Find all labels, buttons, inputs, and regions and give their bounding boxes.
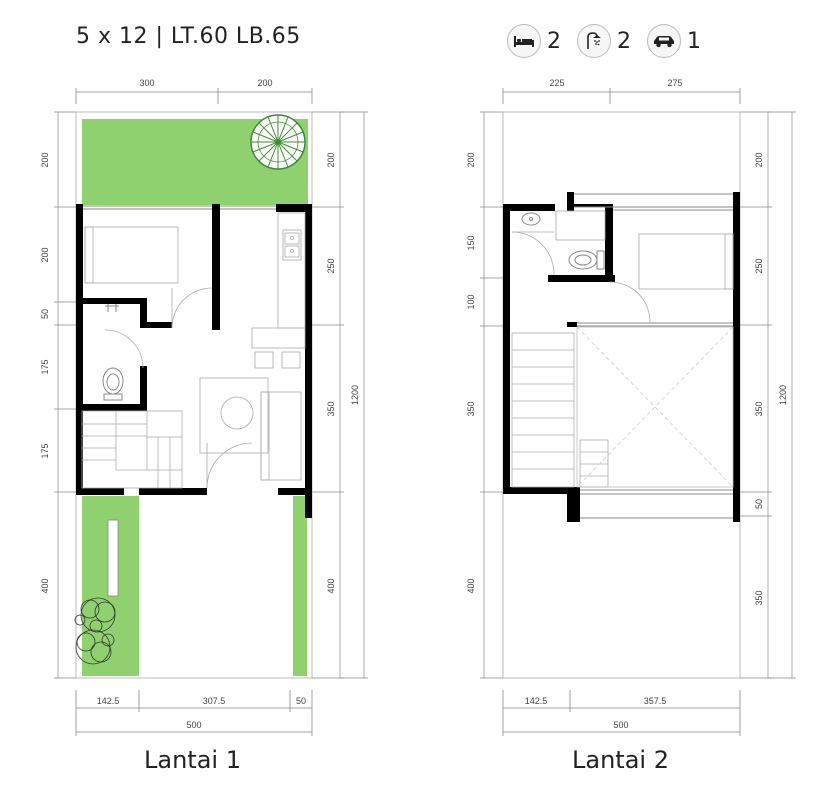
front-window [83,205,276,210]
plan-title: 5 x 12 | LT.60 LB.65 [76,24,301,49]
bar-stool [281,351,301,369]
dim-bottom-total: 500 [186,720,201,730]
side-lawn-right [293,496,307,676]
bed-furniture-upper [638,233,734,290]
dim-right-total: 1200 [350,385,360,405]
toilet-icon [102,367,124,401]
bedroom-count: 2 [547,28,561,54]
dim-left-2-upper: 150 [466,235,476,250]
dim-left-3-upper: 100 [466,294,476,309]
dim-left-6: 400 [40,578,50,593]
bar-counter [251,327,306,349]
void-area [576,326,734,488]
dim-left-4-upper: 350 [466,401,476,416]
ground-walls [76,204,312,518]
bar-stool [254,351,274,369]
dim-left-2: 200 [40,247,50,262]
dim-left-5: 175 [40,443,50,458]
ground-floor-plan [74,111,313,679]
staircase [81,410,183,489]
dim-right-2-upper: 250 [754,258,764,273]
dim-right-5-upper: 350 [754,590,764,605]
upper-bath-door-swing [511,231,555,276]
upper-walls [503,192,740,522]
upper-bedroom-door-swing [609,281,651,323]
dim-top-2: 200 [257,78,272,88]
bathroom-count: 2 [617,28,631,54]
bathroom-door-swing [104,329,144,369]
tree-icon [250,114,306,170]
stepping-stone [107,519,119,597]
car-icon [647,24,681,58]
staircase-upper [511,332,609,488]
dim-top-1-upper: 225 [549,78,564,88]
sink-icon-upper [521,212,541,226]
dim-bottom-1: 142.5 [97,696,120,706]
bed-furniture [84,226,179,284]
dim-left-1-upper: 200 [466,152,476,167]
shower-area [555,210,606,241]
dim-right-2: 250 [326,258,336,273]
bedroom-door-swing [171,287,213,329]
kitchen-counter [277,212,306,329]
dim-bottom-1-upper: 142.5 [525,696,548,706]
dim-right-1-upper: 200 [754,152,764,167]
dim-bottom-2-upper: 357.5 [644,696,667,706]
living-furniture [199,377,302,489]
dim-right-total-upper: 1200 [778,385,788,405]
floor-label-upper: Lantai 2 [572,746,669,774]
dim-right-4-upper: 50 [754,499,764,509]
dim-right-1: 200 [326,152,336,167]
carport-count: 1 [687,28,701,54]
upper-floor-plan [502,111,741,679]
dim-left-5-upper: 400 [466,578,476,593]
dim-top-1: 300 [139,78,154,88]
dim-bottom-2: 307.5 [203,696,226,706]
dim-left-3: 50 [40,309,50,319]
toilet-icon-upper [568,250,605,270]
bed-icon [507,24,541,58]
site-outline-upper [502,111,741,679]
dim-left-4: 175 [40,359,50,374]
dim-right-3: 350 [326,401,336,416]
upper-dimensions: 225 275 200 150 100 350 400 200 250 350 … [466,78,796,736]
dim-right-3-upper: 350 [754,401,764,416]
floor-label-ground: Lantai 1 [144,746,241,774]
dim-right-4: 400 [326,578,336,593]
dim-left-1: 200 [40,152,50,167]
upper-window [574,193,733,519]
dim-top-2-upper: 275 [667,78,682,88]
dim-bottom-3: 50 [296,696,306,706]
dim-bottom-total-upper: 500 [613,720,628,730]
shrub-icon [74,597,116,665]
shower-icon [577,24,611,58]
room-specs: 2 2 1 [507,24,711,58]
ground-dimensions: 300 200 200 200 50 175 175 400 200 250 3… [40,78,368,736]
sink-icon [105,304,119,312]
